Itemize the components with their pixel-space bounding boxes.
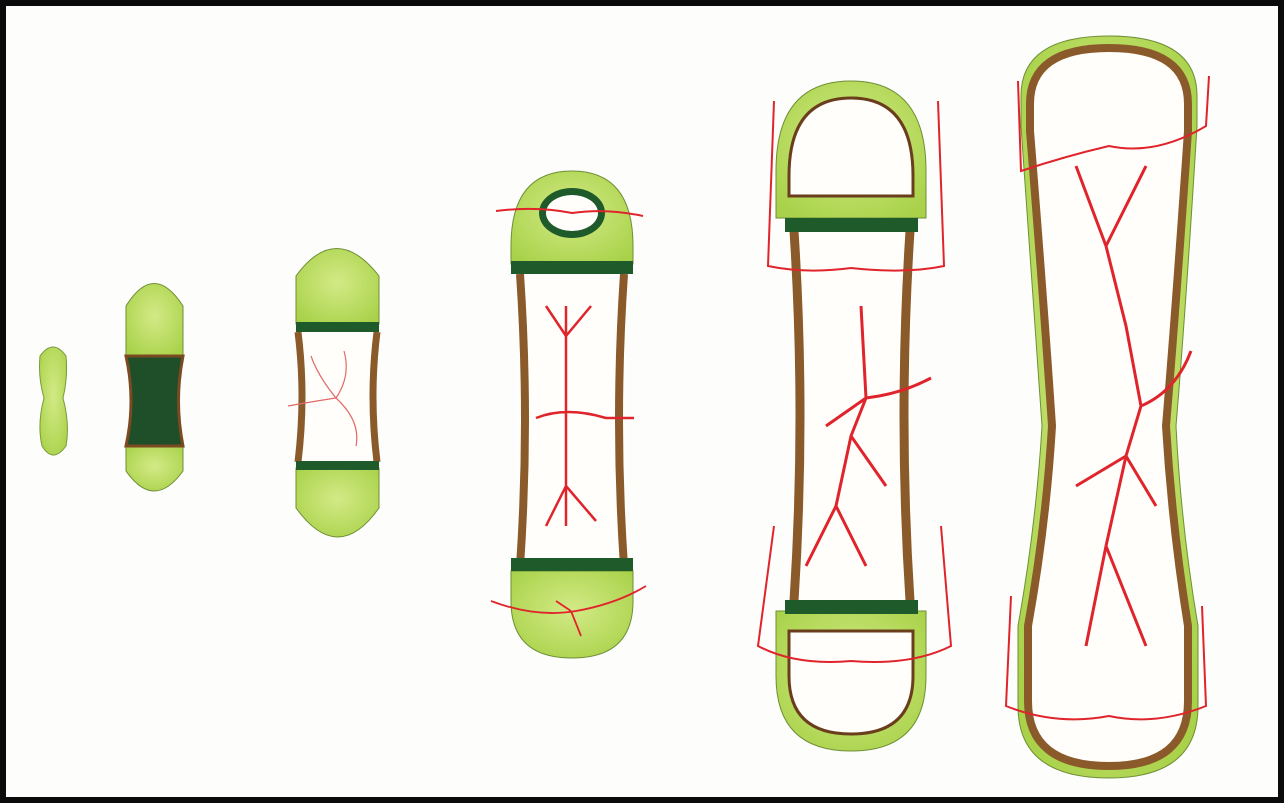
stage-6-mature-long-bone — [1006, 36, 1209, 778]
stage-2-bone-collar — [126, 284, 183, 492]
stage-3-primary-ossification — [288, 249, 379, 538]
stage-1-cartilage-model — [40, 347, 68, 455]
stage-5-epiphyseal-plates — [758, 81, 951, 751]
bone-development-diagram — [6, 6, 1284, 809]
stage-4-secondary-ossification — [491, 171, 646, 658]
